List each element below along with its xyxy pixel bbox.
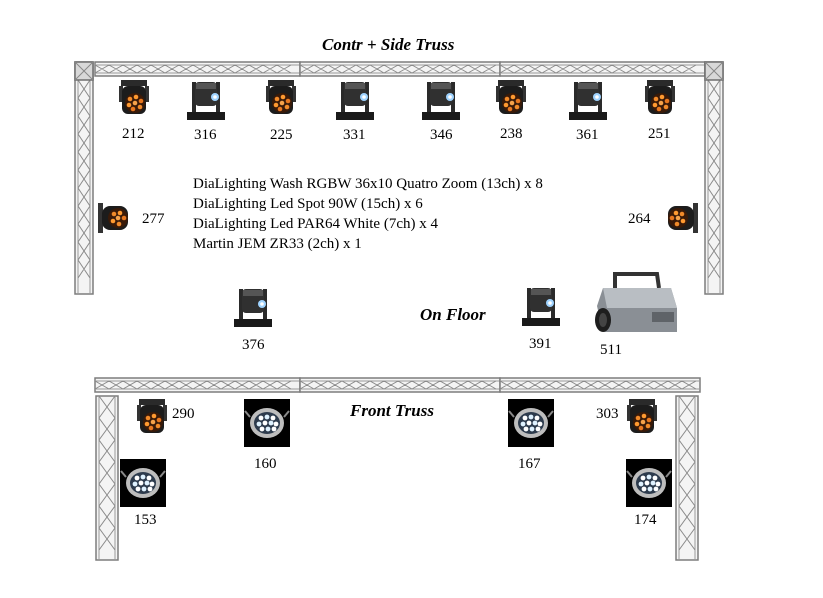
spot-fixture-icon	[336, 82, 374, 120]
address-label: 511	[600, 342, 622, 358]
address-label: 251	[648, 126, 671, 142]
title-on-floor: On Floor	[420, 305, 486, 324]
address-label: 331	[343, 127, 366, 143]
truss-front-section	[299, 377, 501, 393]
spot-fixture-icon	[234, 289, 272, 327]
truss-corner	[74, 61, 94, 81]
address-label: 290	[172, 406, 195, 422]
address-label: 174	[634, 512, 657, 528]
title-front-truss: Front Truss	[350, 401, 434, 420]
fixture-legend: DiaLighting Wash RGBW 36x10 Quatro Zoom …	[193, 174, 543, 254]
spot-fixture-icon	[522, 288, 560, 326]
truss-front-section	[94, 377, 301, 393]
address-label: 361	[576, 127, 599, 143]
address-label: 212	[122, 126, 145, 142]
truss-front-section	[499, 377, 701, 393]
wash-fixture-icon	[496, 80, 526, 114]
address-label: 277	[142, 211, 165, 227]
address-label: 153	[134, 512, 157, 528]
address-label: 303	[596, 406, 619, 422]
legend-line: DiaLighting Led Spot 90W (15ch) x 6	[193, 196, 423, 212]
address-label: 238	[500, 126, 523, 142]
address-label: 391	[529, 336, 552, 352]
truss-corner	[704, 61, 724, 81]
legend-line: DiaLighting Wash RGBW 36x10 Quatro Zoom …	[193, 176, 543, 192]
spot-fixture-icon	[187, 82, 225, 120]
address-label: 264	[628, 211, 651, 227]
wash-fixture-icon	[98, 203, 128, 233]
par-fixture-icon	[625, 458, 673, 508]
address-label: 167	[518, 456, 541, 472]
wash-fixture-icon	[119, 80, 149, 114]
truss-top-section	[499, 61, 706, 77]
truss-front-leg-right	[675, 395, 699, 561]
title-top-truss: Contr + Side Truss	[322, 35, 455, 54]
wash-fixture-icon	[627, 399, 657, 433]
truss-top-section	[94, 61, 301, 77]
address-label: 346	[430, 127, 453, 143]
wash-fixture-icon	[266, 80, 296, 114]
par-fixture-icon	[243, 398, 291, 448]
address-label: 225	[270, 127, 293, 143]
truss-front-leg-left	[95, 395, 119, 561]
truss-top-section	[299, 61, 501, 77]
legend-line: Martin JEM ZR33 (2ch) x 1	[193, 236, 362, 252]
par-fixture-icon	[507, 398, 555, 448]
wash-fixture-icon	[668, 203, 698, 233]
wash-fixture-icon	[645, 80, 675, 114]
address-label: 160	[254, 456, 277, 472]
spot-fixture-icon	[569, 82, 607, 120]
wash-fixture-icon	[137, 399, 167, 433]
truss-side-right	[704, 61, 724, 295]
truss-structure	[74, 61, 724, 561]
legend-line: DiaLighting Led PAR64 White (7ch) x 4	[193, 216, 438, 232]
address-label: 376	[242, 337, 265, 353]
spot-fixture-icon	[422, 82, 460, 120]
truss-side-left	[74, 61, 94, 295]
fixtures	[98, 80, 698, 508]
fog-machine-icon	[593, 272, 679, 334]
address-label: 316	[194, 127, 217, 143]
par-fixture-icon	[119, 458, 167, 508]
